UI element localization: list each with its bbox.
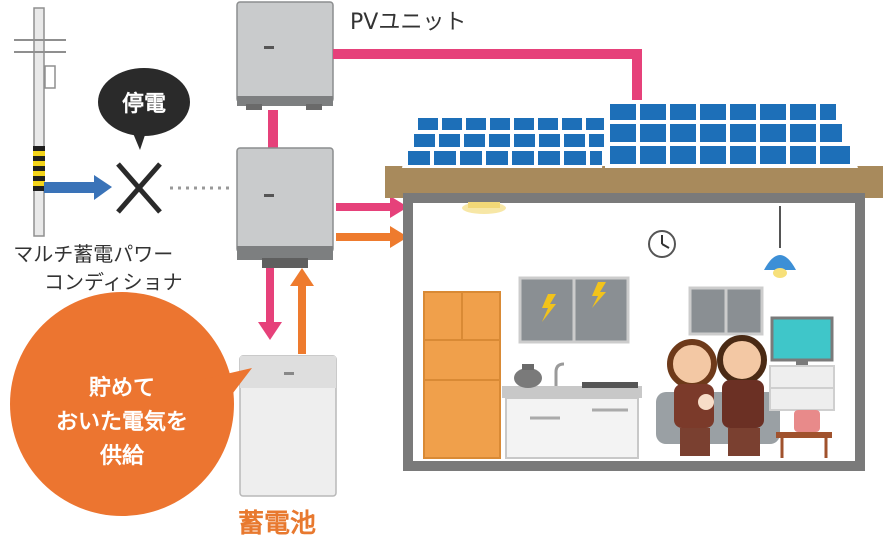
lightning-icon	[542, 294, 556, 322]
power-conditioner-label-line2: コンディショナ	[44, 270, 183, 294]
side-table	[776, 410, 832, 458]
grid-arrow	[44, 175, 112, 200]
outage-bubble	[98, 68, 190, 150]
power-conditioner-icon	[236, 147, 334, 268]
battery-label: 蓄電池	[238, 509, 317, 539]
supply-bubble	[10, 292, 252, 516]
pv-unit-label: PVユニット	[350, 10, 467, 35]
outage-label: 停電	[121, 92, 166, 117]
cross-icon	[116, 162, 162, 214]
storm-window	[518, 276, 630, 344]
supply-label-line1: 貯めて	[88, 376, 155, 401]
storm-window-right	[688, 286, 764, 336]
conditioner-to-house-arrows	[336, 196, 408, 248]
power-conditioner-label: マルチ蓄電パワー コンディショナ	[4, 240, 183, 296]
power-conditioner-label-line1: マルチ蓄電パワー	[13, 242, 174, 266]
solar-panel-icon	[402, 100, 858, 168]
battery-icon	[239, 355, 337, 497]
battery-arrows	[258, 268, 314, 354]
kettle-icon	[514, 364, 542, 388]
supply-label-line3: 供給	[99, 444, 144, 469]
ceiling-light-icon	[462, 202, 506, 214]
faucet-icon	[554, 362, 565, 386]
clock-icon	[648, 230, 676, 258]
tv-icon	[769, 316, 835, 411]
pendant-lamp-icon	[764, 206, 796, 278]
fridge-icon	[423, 291, 501, 459]
family-icon	[656, 335, 780, 456]
pv-unit-icon	[236, 1, 334, 110]
roof	[385, 166, 883, 198]
supply-label: 貯めて おいた電気を 供給	[12, 372, 232, 474]
utility-pole-icon	[14, 7, 66, 237]
supply-label-line2: おいた電気を	[55, 410, 188, 435]
pv-line	[268, 49, 642, 148]
kitchen-counter	[502, 382, 642, 459]
lightning-icon	[592, 282, 606, 308]
